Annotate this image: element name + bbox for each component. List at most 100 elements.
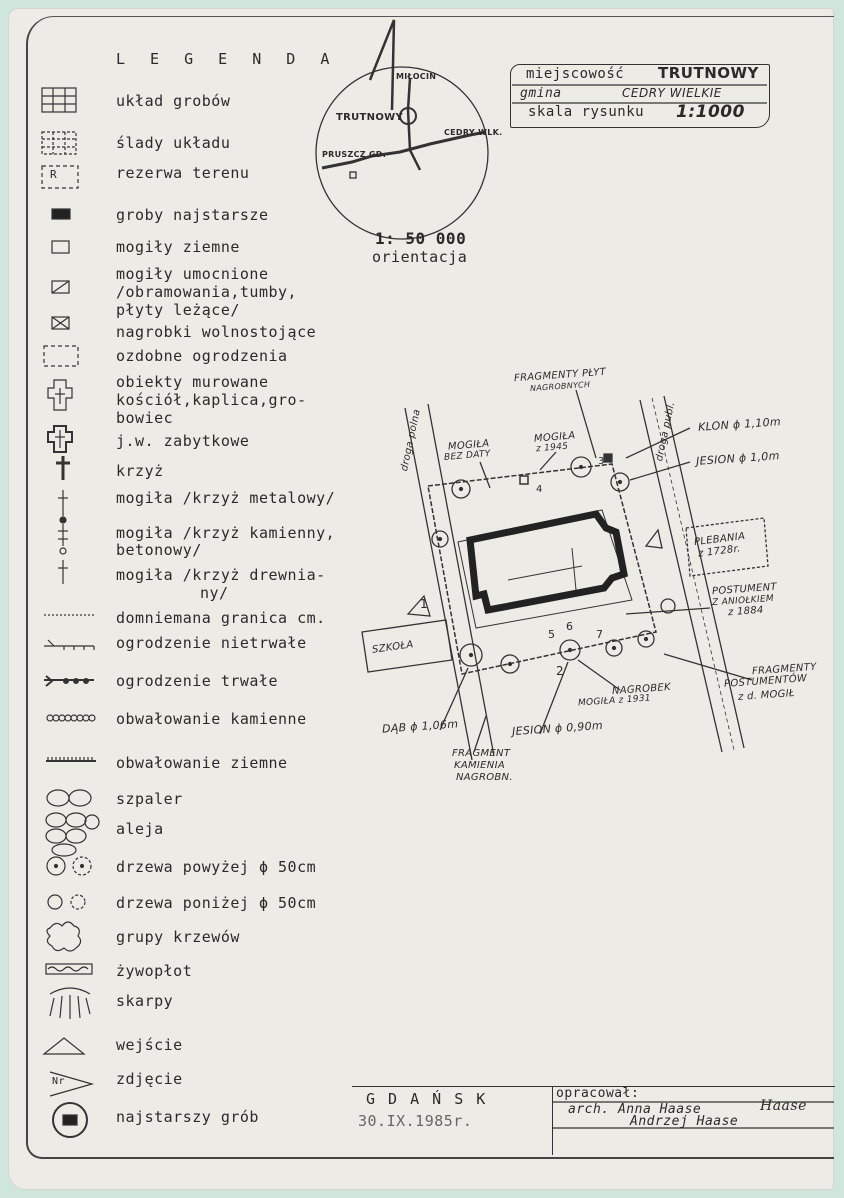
legend-label: mogiły umocnione: [116, 265, 269, 283]
photo-letter: Nr: [52, 1076, 66, 1087]
legend-label: bowiec: [116, 409, 174, 427]
legend-label: ogrodzenie nietrwałe: [116, 634, 307, 652]
legend-label: nagrobki wolnostojące: [116, 323, 317, 341]
public-road-line: [639, 399, 723, 753]
legend-label: drzewa poniżej ϕ 50cm: [116, 894, 317, 912]
legend-label: ny/: [200, 584, 229, 602]
photo-number: 4: [536, 484, 543, 495]
author-1: arch. Anna Haase: [568, 1102, 702, 1117]
sheet-frame: [26, 16, 834, 1159]
prepared-label: opracował:: [556, 1086, 640, 1101]
scale-value: 1:1000: [676, 102, 745, 122]
alley-icon: [45, 812, 100, 857]
legend-label: /obramowania,tumby,: [116, 283, 298, 301]
legend-label: skarpy: [116, 992, 174, 1010]
stone-cross-icon: [58, 524, 68, 555]
north-arrow-icon: [368, 19, 396, 111]
author-block: [552, 1086, 835, 1155]
legend-label: ślady układu: [116, 134, 231, 152]
legend-label: wejście: [116, 1036, 183, 1054]
oldest-grave-icon: [52, 1102, 88, 1138]
photo-number: 6: [566, 620, 574, 633]
place-value: TRUTNOWY: [658, 64, 759, 82]
legend-label: ozdobne ogrodzenia: [116, 347, 288, 365]
grave-traces-icon: [41, 131, 77, 155]
legend-label: mogiła /krzyż kamienny,: [116, 524, 336, 542]
legend-label: szpaler: [116, 790, 183, 808]
locator-caption: orientacja: [372, 248, 468, 266]
legend-label: drzewa powyżej ϕ 50cm: [116, 858, 317, 876]
wooden-cross-icon: [58, 560, 68, 584]
legend-label: domniemana granica cm.: [116, 609, 326, 627]
escarpment-icon: [49, 987, 91, 1019]
locator-scale: 1: 50 000: [375, 229, 467, 248]
temp-fence-icon: [44, 639, 95, 650]
footer-date: 30.IX.1985r.: [358, 1112, 473, 1130]
small-trees-icon: [47, 894, 86, 910]
locator-place: PRUSZCZ GD.: [322, 150, 387, 159]
photo-number: 2: [556, 664, 564, 678]
legend-label: krzyż: [116, 462, 164, 480]
shrubs-icon: [46, 921, 82, 952]
commune-label: gmina: [520, 86, 562, 101]
decorative-fence-icon: [43, 345, 79, 367]
legend-label: rezerwa terenu: [116, 164, 250, 182]
footer-city: G D A Ń S K: [366, 1090, 488, 1108]
reserve-icon: [41, 165, 79, 189]
earth-grave-icon: [51, 240, 70, 254]
photo-icon: [49, 1071, 95, 1097]
legend-label: ogrodzenie trwałe: [116, 672, 279, 690]
locator-place: CEDRY WLK.: [444, 128, 503, 137]
plan-label: NAGROBN.: [456, 772, 513, 783]
plan-label: FRAGMENT: [452, 748, 511, 759]
grave-grid-icon: [41, 87, 77, 113]
photo-number: 5: [548, 628, 556, 641]
legend-label: układ grobów: [116, 92, 231, 110]
legend-label: kościół,kaplica,gro-: [116, 391, 307, 409]
legend-title: L E G E N D A: [116, 50, 338, 68]
place-label: miejscowość: [526, 66, 625, 82]
church-outline: [466, 510, 629, 615]
photo-number: 3: [598, 456, 605, 467]
masonry-object-icon: [47, 379, 73, 411]
perm-fence-icon: [44, 675, 94, 687]
metal-cross-icon: [58, 490, 68, 524]
legend-label: płyty leżące/: [116, 301, 240, 319]
cross-icon: [56, 456, 70, 480]
locator-place: TRUTNOWY: [336, 112, 404, 123]
legend-label: mogiła /krzyż metalowy/: [116, 489, 336, 507]
commune-value: CEDRY WIELKIE: [622, 86, 722, 100]
legend-label: mogiły ziemne: [116, 238, 240, 256]
photo-number: 1: [420, 597, 428, 611]
legend-label: aleja: [116, 820, 164, 838]
school-building: [361, 619, 453, 673]
legend-label: mogiła /krzyż drewnia-: [116, 566, 326, 584]
historic-masonry-icon: [47, 425, 73, 453]
stone-bank-icon: [46, 714, 96, 722]
legend-label: grupy krzewów: [116, 928, 240, 946]
oldest-graves-icon: [51, 208, 71, 220]
field-road-line: [404, 407, 473, 761]
reinforced-grave-icon: [51, 280, 70, 294]
espalier-icon: [46, 789, 92, 807]
reserve-letter: R: [50, 168, 58, 181]
legend-label: obwałowanie kamienne: [116, 710, 307, 728]
entrance-icon: [42, 1037, 86, 1055]
scale-label: skala rysunku: [528, 104, 645, 120]
freestanding-tomb-icon: [51, 316, 70, 330]
rectory-building: [685, 517, 769, 577]
legend-label: najstarszy grób: [116, 1108, 259, 1126]
photo-number: 7: [596, 628, 604, 641]
signature: Haase: [760, 1098, 807, 1114]
cemetery-fence: [427, 463, 657, 675]
legend-label: obiekty murowane: [116, 373, 269, 391]
author-2: Andrzej Haase: [630, 1114, 739, 1129]
plan-label: KAMIENIA: [454, 760, 505, 771]
legend-label: zdjęcie: [116, 1070, 183, 1088]
locator-place: MIŁOCIN: [396, 72, 437, 81]
earth-bank-icon: [46, 757, 96, 762]
legend-label: betonowy/: [116, 541, 202, 559]
legend-label: j.w. zabytkowe: [116, 432, 250, 450]
